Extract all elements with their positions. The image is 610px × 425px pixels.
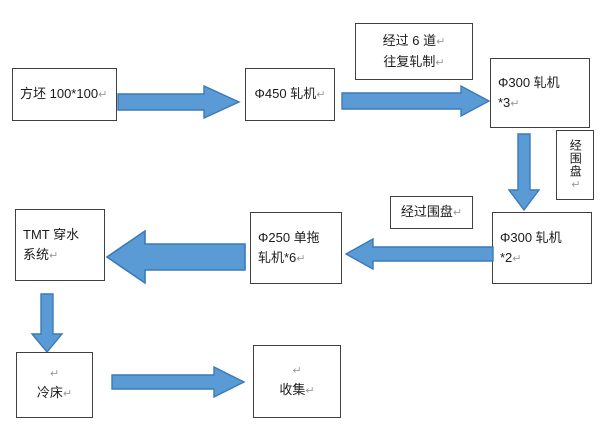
arrow-billet-to-mill450 <box>116 84 241 120</box>
node-cooling-bed[interactable]: ↵ 冷床↵ <box>16 352 93 418</box>
node-passes-note[interactable]: 经过 6 道↵ 往复轧制↵ <box>355 23 473 80</box>
pilcrow-mark: ↵ <box>316 89 326 102</box>
pilcrow-mark: ↵ <box>436 36 446 49</box>
node-mill250-line1: Φ250 单拖 <box>258 229 320 245</box>
node-mill300-x2-line2: *2↵ <box>500 250 522 265</box>
pilcrow-mark: ↵ <box>296 253 306 265</box>
pilcrow-mark: ↵ <box>62 388 73 401</box>
node-coil-vertical-note-label: 经围盘↵ <box>568 138 583 192</box>
arrow-cooling-bed-to-collection <box>110 365 247 399</box>
node-cooling-bed-label: 冷床↵ <box>36 385 73 401</box>
pilcrow-mark: ↵ <box>452 207 463 220</box>
node-tmt-line1: TMT 穿水 <box>23 226 80 242</box>
arrow-mill300x2-to-mill250 <box>344 237 495 271</box>
arrow-mill250-to-tmt <box>105 228 247 286</box>
node-mill300-x2[interactable]: Φ300 轧机 *2↵ <box>492 212 592 284</box>
node-collection-blank: ↵ <box>292 364 302 377</box>
node-tmt-line2: 系统↵ <box>23 247 59 262</box>
pilcrow-mark: ↵ <box>305 384 315 397</box>
arrow-tmt-to-cooling-bed <box>30 292 64 354</box>
node-mill250-line2: 轧机*6↵ <box>258 250 306 265</box>
pilcrow-mark: ↵ <box>512 253 522 265</box>
node-mill250[interactable]: Φ250 单拖 轧机*6↵ <box>250 212 342 284</box>
pilcrow-mark: ↵ <box>569 177 582 192</box>
node-coil-vertical-note[interactable]: 经围盘↵ <box>556 130 594 200</box>
node-mill300-x3[interactable]: Φ300 轧机 *3↵ <box>490 58 590 128</box>
node-collection[interactable]: ↵ 收集↵ <box>253 345 341 418</box>
node-mill300-x2-line1: Φ300 轧机 <box>500 229 562 245</box>
pilcrow-mark: ↵ <box>98 89 108 102</box>
node-mill450-label: Φ450 轧机↵ <box>254 86 326 102</box>
pilcrow-mark: ↵ <box>49 250 59 262</box>
node-mill450[interactable]: Φ450 轧机↵ <box>245 68 335 121</box>
arrow-mill450-to-mill300x3 <box>340 84 491 118</box>
pilcrow-mark: ↵ <box>435 56 445 69</box>
node-billet[interactable]: 方坯 100*100↵ <box>12 68 117 121</box>
pilcrow-mark: ↵ <box>510 98 520 110</box>
arrow-mill300x3-to-mill300x2 <box>507 132 541 212</box>
node-coil-note-label: 经过围盘↵ <box>400 204 463 220</box>
node-passes-note-line1: 经过 6 道↵ <box>382 33 446 49</box>
node-passes-note-line2: 往复轧制↵ <box>383 53 445 69</box>
node-mill300-x3-line1: Φ300 轧机 <box>498 74 560 90</box>
node-collection-label: 收集↵ <box>279 381 315 397</box>
node-billet-label: 方坯 100*100↵ <box>20 86 108 102</box>
node-cooling-bed-blank: ↵ <box>49 368 60 381</box>
node-mill300-x3-line2: *3↵ <box>498 95 520 110</box>
node-coil-note[interactable]: 经过围盘↵ <box>390 196 473 229</box>
node-tmt[interactable]: TMT 穿水 系统↵ <box>15 209 105 281</box>
